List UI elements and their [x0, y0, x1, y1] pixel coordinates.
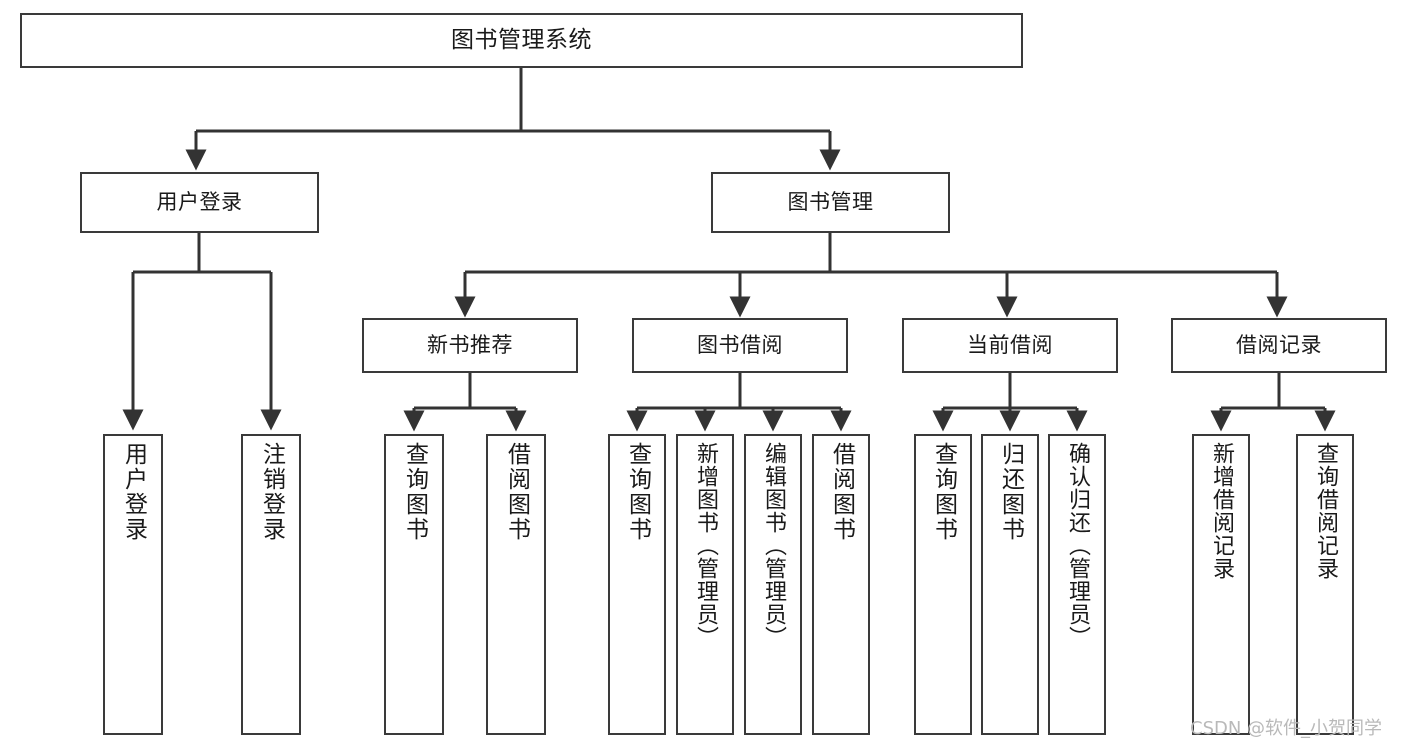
leaf-add-book-admin[interactable]: 新增图书（管理员）	[676, 434, 734, 735]
node-label: 归还图书	[997, 442, 1024, 542]
node-user-login[interactable]: 用户登录	[80, 172, 319, 233]
leaf-query-book-current[interactable]: 查询图书	[914, 434, 972, 735]
node-label: 查询图书	[930, 442, 957, 542]
leaf-borrow-book-newbook[interactable]: 借阅图书	[486, 434, 546, 735]
node-label: 查询图书	[401, 442, 428, 542]
node-label: 图书管理	[787, 190, 874, 215]
node-label: 新增借阅记录	[1209, 442, 1234, 580]
node-root-book-management-system[interactable]: 图书管理系统	[20, 13, 1023, 68]
node-label: 新增图书（管理员）	[693, 442, 718, 649]
node-current-borrowing[interactable]: 当前借阅	[902, 318, 1118, 373]
leaf-borrow-book-borrow[interactable]: 借阅图书	[812, 434, 870, 735]
node-book-management[interactable]: 图书管理	[711, 172, 950, 233]
node-label: 查询借阅记录	[1313, 442, 1338, 580]
node-label: 当前借阅	[967, 333, 1053, 358]
node-book-borrowing[interactable]: 图书借阅	[632, 318, 848, 373]
node-label: 确认归还（管理员）	[1065, 442, 1090, 649]
leaf-logout[interactable]: 注销登录	[241, 434, 301, 735]
node-label: 编辑图书（管理员）	[761, 442, 786, 649]
leaf-user-login[interactable]: 用户登录	[103, 434, 163, 735]
node-label: 借阅图书	[503, 442, 530, 542]
leaf-query-borrow-record[interactable]: 查询借阅记录	[1296, 434, 1354, 735]
node-label: 注销登录	[258, 442, 285, 542]
node-label: 用户登录	[156, 190, 243, 215]
leaf-query-book-newbook[interactable]: 查询图书	[384, 434, 444, 735]
node-label: 新书推荐	[427, 333, 513, 358]
leaf-confirm-return-admin[interactable]: 确认归还（管理员）	[1048, 434, 1106, 735]
node-label: 图书借阅	[697, 333, 783, 358]
leaf-edit-book-admin[interactable]: 编辑图书（管理员）	[744, 434, 802, 735]
node-label: 借阅记录	[1236, 333, 1322, 358]
node-label: 查询图书	[624, 442, 651, 542]
node-label: 用户登录	[120, 442, 147, 542]
leaf-return-book[interactable]: 归还图书	[981, 434, 1039, 735]
node-new-book-recommendation[interactable]: 新书推荐	[362, 318, 578, 373]
leaf-add-borrow-record[interactable]: 新增借阅记录	[1192, 434, 1250, 735]
node-borrowing-record[interactable]: 借阅记录	[1171, 318, 1387, 373]
node-label: 借阅图书	[828, 442, 855, 542]
node-label: 图书管理系统	[451, 26, 592, 53]
leaf-query-book-borrow[interactable]: 查询图书	[608, 434, 666, 735]
